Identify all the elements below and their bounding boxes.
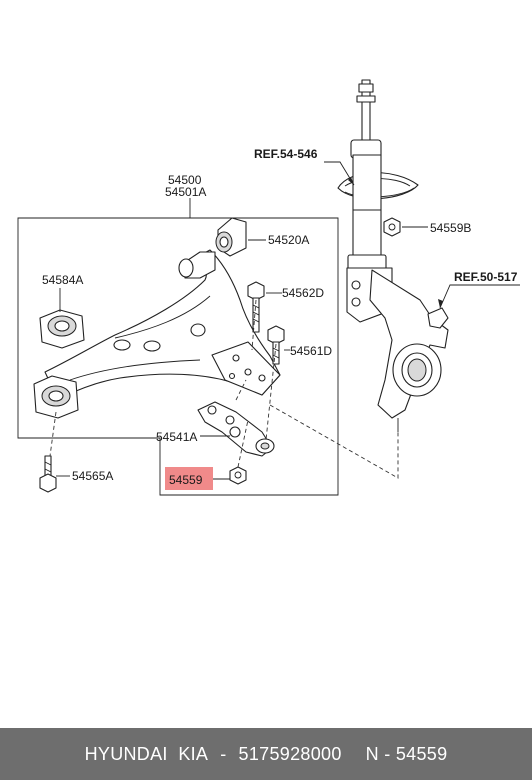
nut-highlighted-label: 54559	[169, 473, 203, 487]
rear-bushing-upper	[39, 309, 85, 349]
bolt-upper-label: 54562D	[282, 286, 324, 300]
ball-joint-label: 54541A	[156, 430, 197, 444]
bolt-rear	[39, 455, 57, 493]
nut-strut-label: 54559B	[430, 221, 471, 235]
ref-knuckle-label: REF.50-517	[454, 270, 518, 284]
ref-knuckle-leader	[439, 284, 520, 309]
footer-oem-number: 5175928000	[238, 743, 342, 764]
footer-brand: HYUNDAI KIA	[84, 743, 209, 764]
assy-label-2: 54501A	[165, 185, 206, 199]
bolt-lower	[267, 325, 285, 365]
rear-bushing-label: 54584A	[42, 273, 83, 287]
lower-control-arm	[44, 249, 281, 401]
parts-diagram: REF.54-546 REF.50-517 54500 54501A 54520…	[17, 79, 520, 496]
rear-bushing-lower	[33, 375, 79, 419]
assembly-dash-lines	[49, 299, 399, 479]
ball-joint	[197, 401, 275, 457]
highlight-box	[165, 467, 213, 490]
bolt-rear-label: 54565A	[72, 469, 113, 483]
front-bushing-label: 54520A	[268, 233, 309, 247]
footer-separator: -	[220, 743, 227, 764]
bolt-upper	[247, 281, 265, 333]
front-bushing	[178, 217, 247, 279]
nut-highlighted	[229, 466, 247, 485]
bolt-lower-label: 54561D	[290, 344, 332, 358]
assembly-outline	[17, 217, 339, 496]
assy-label-1: 54500	[168, 173, 202, 187]
ref-strut-label: REF.54-546	[254, 147, 318, 161]
ref-strut-leader	[324, 161, 355, 186]
steering-knuckle	[369, 269, 449, 432]
footer-part-ref: N - 54559	[365, 743, 448, 764]
footer-bar: HYUNDAI KIA - 5175928000 N - 54559	[0, 728, 532, 780]
